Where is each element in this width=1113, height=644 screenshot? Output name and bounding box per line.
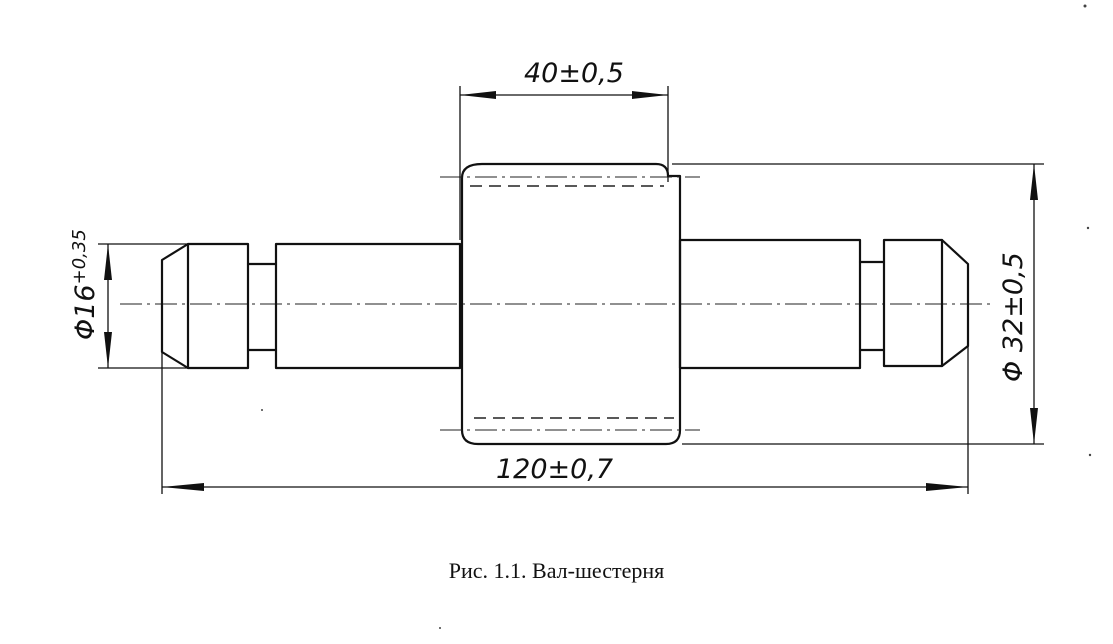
- gear-body: [440, 162, 700, 446]
- arrowhead: [632, 91, 668, 99]
- arrowhead: [1030, 164, 1038, 200]
- right-groove: [858, 260, 886, 352]
- arrowhead: [162, 483, 204, 491]
- shaft-diameter-label: Φ16+0,35: [69, 229, 101, 340]
- arrowhead: [104, 332, 112, 368]
- arrowhead: [926, 483, 968, 491]
- left-groove: [246, 262, 278, 352]
- overall-length-label: 120±0,7: [496, 454, 613, 485]
- arrowhead: [104, 244, 112, 280]
- left-journal: [274, 242, 462, 370]
- dimension-shaft-diameter: Φ16+0,35: [69, 229, 188, 369]
- arrowhead: [460, 91, 496, 99]
- left-end-collar: [160, 242, 250, 370]
- dimension-gear-diameter: Φ 32±0,5: [672, 163, 1044, 445]
- gear-width-label: 40±0,5: [524, 58, 624, 89]
- dimension-overall-length: 120±0,7: [161, 346, 969, 494]
- dimension-gear-width: 40±0,5: [459, 58, 669, 240]
- gear-diameter-label: Φ 32±0,5: [998, 252, 1029, 382]
- right-journal: [678, 238, 862, 370]
- arrowhead: [1030, 408, 1038, 444]
- figure-caption: Рис. 1.1. Вал-шестерня: [448, 558, 665, 583]
- right-end-collar: [882, 238, 970, 368]
